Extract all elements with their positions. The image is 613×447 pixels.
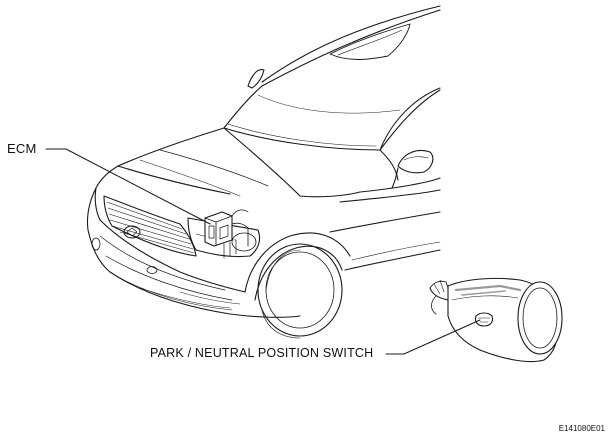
front-grille	[103, 195, 197, 257]
side-mirror	[391, 149, 434, 189]
figure-id-label: E141080E01	[558, 424, 605, 433]
car-roof	[261, 5, 441, 87]
park-neutral-leader-line	[385, 319, 481, 355]
car-windshield	[223, 85, 441, 151]
ecm-label: ECM	[7, 141, 37, 156]
park-neutral-position-switch-label: PARK / NEUTRAL POSITION SWITCH	[150, 346, 374, 360]
car-front-face	[86, 165, 301, 318]
ecm-leader-line	[45, 148, 211, 225]
fog-lights	[91, 237, 241, 305]
front-wheel	[244, 232, 351, 339]
transmission-assembly	[429, 277, 563, 363]
roof-fin	[247, 69, 265, 89]
ecm-unit	[204, 209, 249, 259]
car-hood	[117, 127, 361, 198]
car-side-body	[329, 149, 441, 271]
